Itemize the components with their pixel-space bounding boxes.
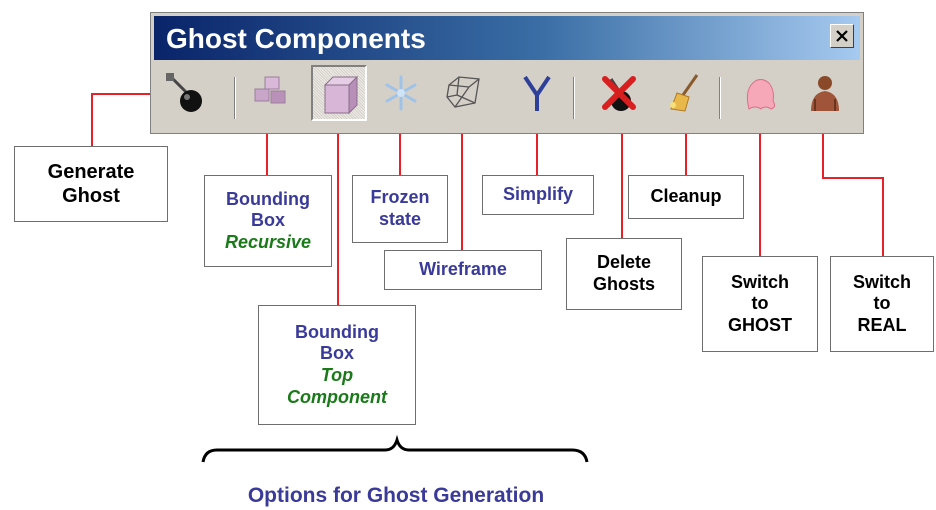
separator (573, 77, 575, 119)
callout-cleanup: Cleanup (628, 175, 744, 219)
options-group-label: Options for Ghost Generation (247, 484, 545, 507)
close-x-icon (836, 30, 848, 42)
callout-text: to (751, 293, 769, 314)
callout-text: Generate (47, 161, 135, 183)
switch-to-ghost-button[interactable] (731, 65, 787, 121)
callout-text: Wireframe (419, 259, 507, 280)
callout-text: Switch (730, 271, 789, 292)
simplify-icon (523, 75, 551, 111)
frozen-state-icon (385, 75, 417, 111)
bounding-box-top-component-icon (323, 75, 359, 115)
callout-text: state (378, 209, 422, 229)
callout-text: Bounding (226, 188, 310, 209)
generate-ghost-icon (166, 73, 202, 112)
callout-text: Cleanup (650, 186, 722, 207)
separator (719, 77, 721, 119)
title-bar: Ghost Components (154, 16, 860, 60)
bounding-box-top-component-button[interactable] (311, 65, 367, 121)
options-brace (201, 434, 589, 463)
callout-generate-ghost: Generate Ghost (14, 146, 168, 222)
callout-bounding-box-recursive: Bounding Box Recursive (204, 175, 332, 267)
ghost-components-toolbar: Ghost Components (150, 12, 864, 134)
connector-generate-ghost (91, 93, 155, 146)
cleanup-icon (670, 74, 699, 112)
switch-to-real-icon (811, 76, 839, 111)
callout-text: Switch (852, 271, 911, 292)
delete-ghosts-button[interactable] (591, 65, 647, 121)
callout-switch-to-real: Switch to REAL (830, 256, 934, 352)
callout-text: Box (250, 210, 285, 231)
callout-delete-ghosts: Delete Ghosts (566, 238, 682, 310)
callout-text: Simplify (502, 184, 573, 205)
callout-text: Box (319, 343, 354, 364)
callout-frozen-state: Frozen state (352, 175, 448, 243)
callout-text: GHOST (727, 314, 792, 335)
simplify-button[interactable] (509, 65, 565, 121)
callout-text: Component (287, 386, 387, 407)
wireframe-button[interactable] (435, 65, 491, 121)
generate-ghost-button[interactable] (157, 65, 213, 121)
callout-text: Top (320, 365, 354, 385)
toolbar-title: Ghost Components (166, 23, 426, 54)
separator (234, 77, 236, 119)
callout-switch-to-ghost: Switch to GHOST (702, 256, 818, 352)
callout-text: REAL (857, 314, 907, 335)
bounding-box-recursive-icon (254, 76, 286, 104)
bounding-box-recursive-button[interactable] (243, 65, 299, 121)
callout-text: Frozen (370, 187, 430, 208)
callout-text: to (873, 293, 891, 314)
callout-simplify: Simplify (482, 175, 594, 215)
cleanup-button[interactable] (657, 65, 713, 121)
frozen-state-button[interactable] (373, 65, 429, 121)
callout-text: Ghosts (592, 274, 655, 294)
switch-to-ghost-icon (746, 79, 776, 110)
callout-text: Bounding (295, 321, 379, 342)
callout-text: Recursive (224, 231, 312, 252)
callout-wireframe: Wireframe (384, 250, 542, 290)
switch-to-real-button[interactable] (797, 65, 853, 121)
toolbar-icon-row (151, 63, 863, 133)
delete-ghosts-icon (602, 76, 636, 111)
callout-bounding-box-top-component: Bounding Box Top Component (258, 305, 416, 425)
wireframe-icon (446, 76, 480, 108)
connector-switch-real (822, 126, 884, 256)
callout-text: Delete (596, 252, 652, 273)
callout-text: Ghost (62, 185, 120, 207)
close-button[interactable] (830, 24, 854, 48)
